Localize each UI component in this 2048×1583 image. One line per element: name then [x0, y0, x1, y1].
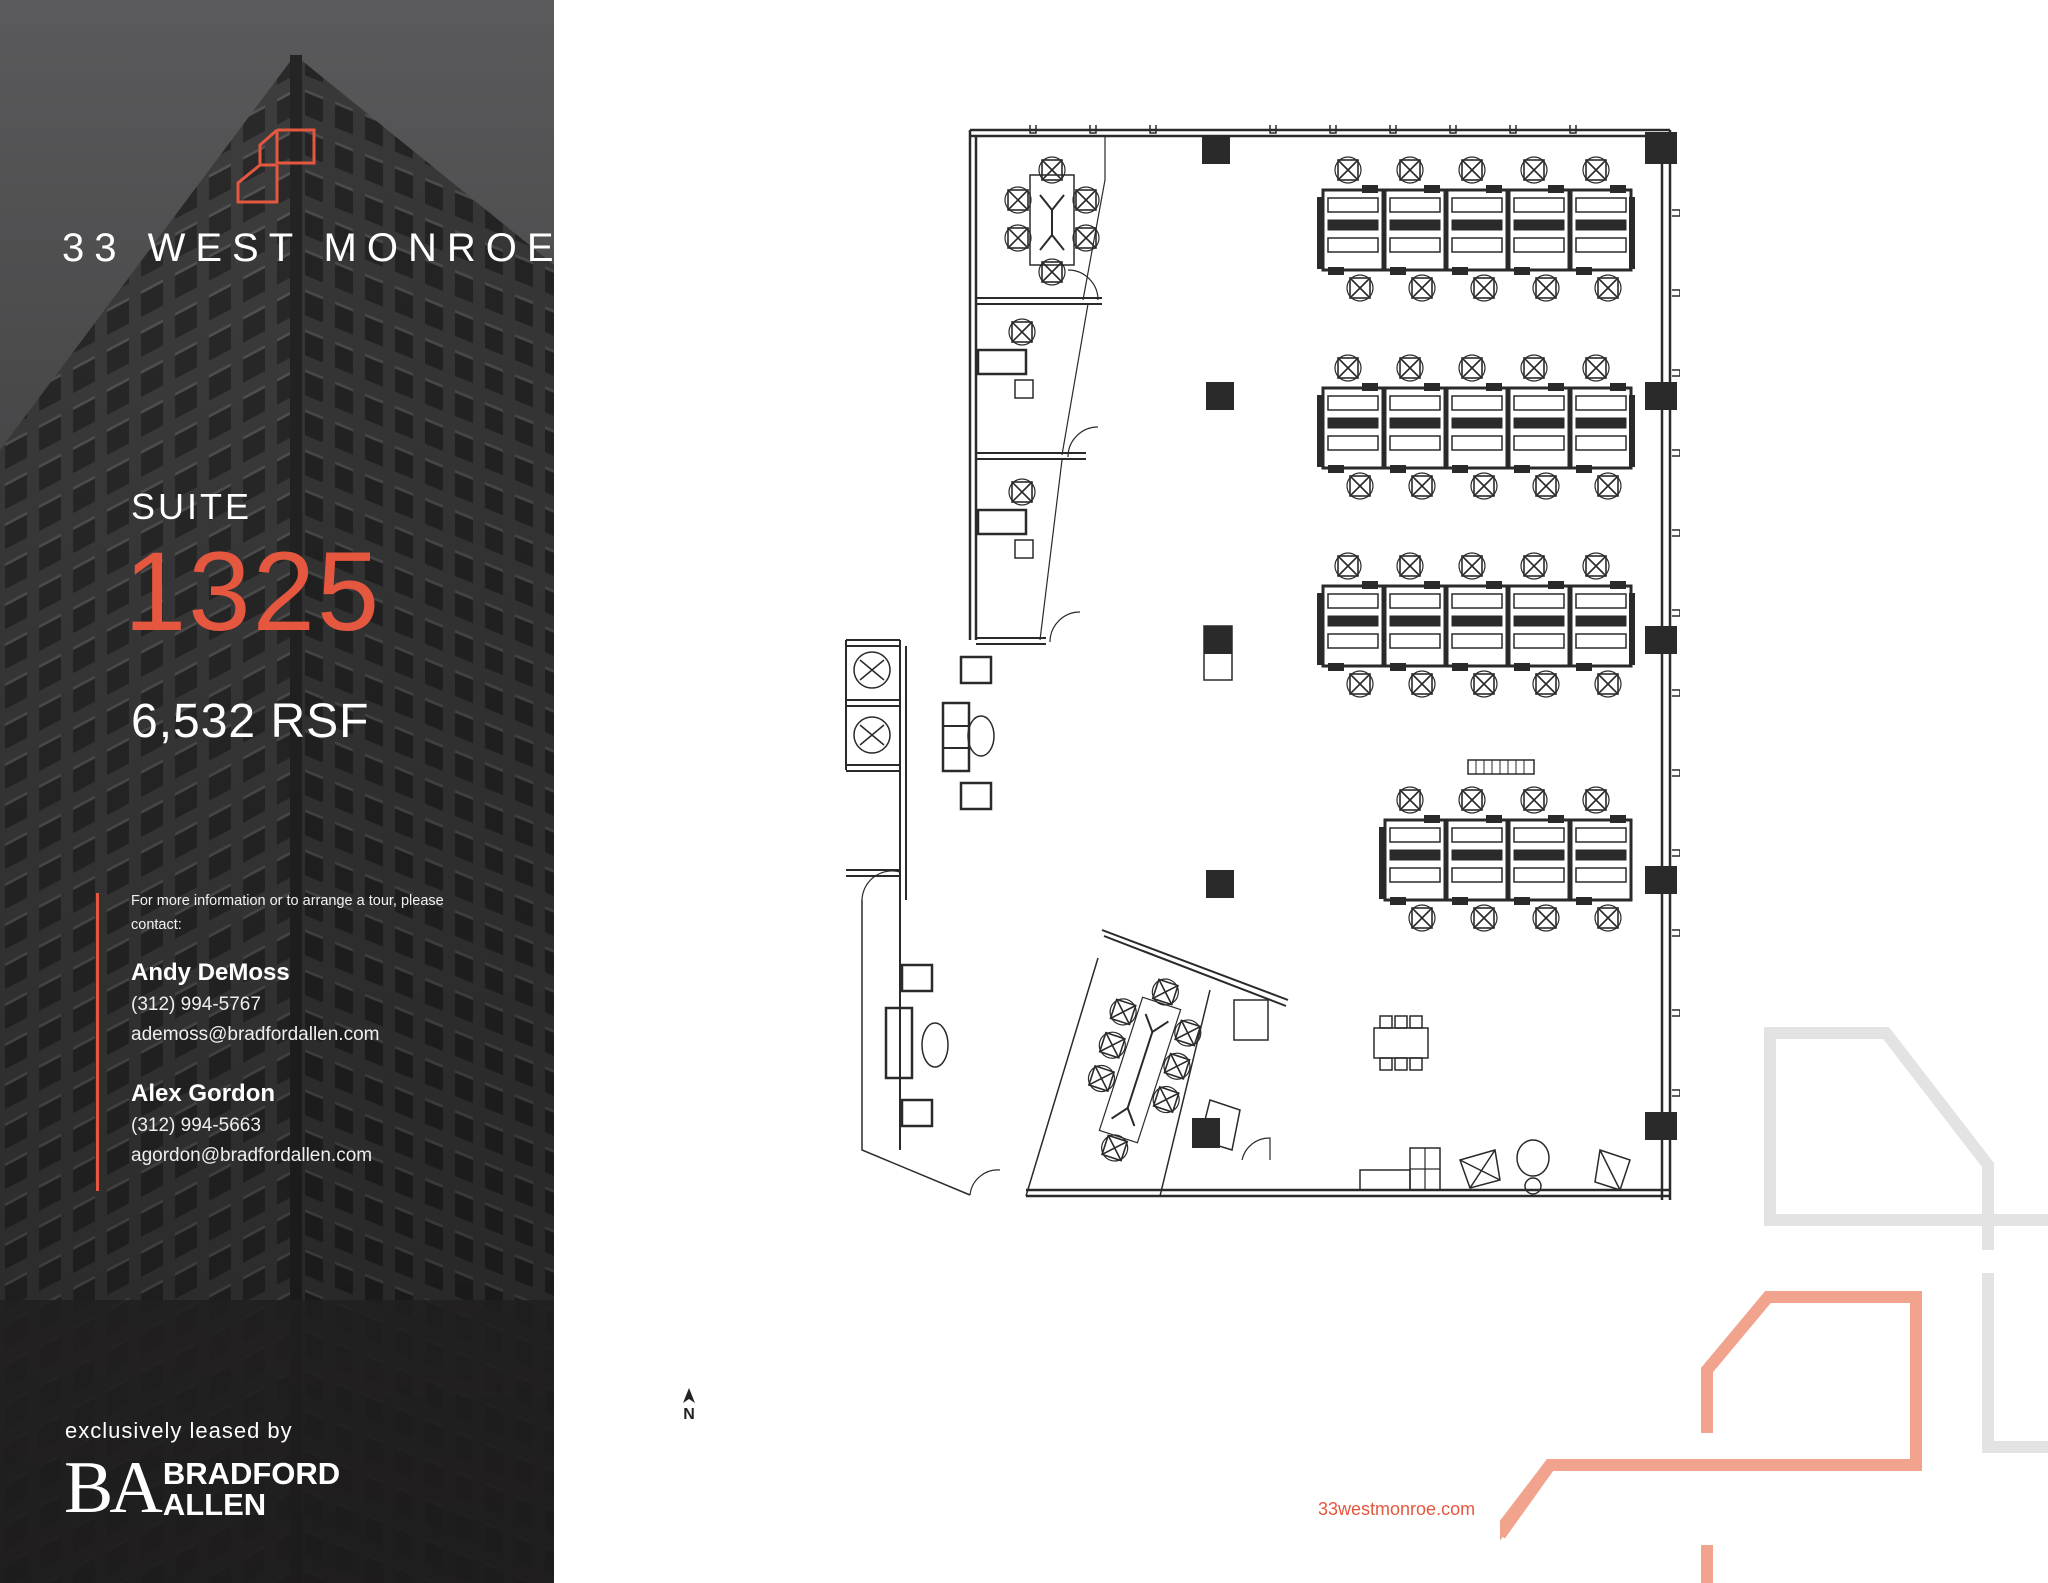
- building-photo-background: [0, 0, 554, 1583]
- contact-accent-bar: [96, 893, 99, 1191]
- website-link[interactable]: 33westmonroe.com: [1318, 1499, 1476, 1519]
- suite-area: 6,532 RSF: [131, 695, 370, 748]
- north-label: N: [683, 1406, 695, 1423]
- contact-name: Andy DeMoss: [131, 959, 290, 986]
- bradford-allen-logo: BA BRADFORD ALLEN: [64, 1447, 340, 1529]
- decorative-logo-shapes: [1500, 1027, 2048, 1583]
- sidebar-panel: 33 WEST MONROE SUITE 1325 6,532 RSF For …: [0, 0, 554, 1583]
- north-arrow: N: [682, 1388, 696, 1424]
- leased-by-label: exclusively leased by: [65, 1418, 293, 1443]
- ba-word-2: ALLEN: [162, 1487, 267, 1522]
- floor-plan: [845, 125, 1680, 1200]
- contact-name: Alex Gordon: [131, 1080, 276, 1107]
- contact-email[interactable]: agordon@bradfordallen.com: [131, 1145, 373, 1166]
- contact-email[interactable]: ademoss@bradfordallen.com: [131, 1024, 380, 1045]
- 33-west-monroe-logo-icon: [236, 128, 316, 204]
- ba-monogram: BA: [64, 1447, 163, 1529]
- building-name: 33 WEST MONROE: [62, 226, 554, 270]
- suite-label: SUITE: [131, 486, 253, 527]
- contact-phone[interactable]: (312) 994-5767: [131, 994, 261, 1015]
- ba-wordmark: BRADFORD ALLEN: [163, 1458, 340, 1520]
- contact-block: For more information or to arrange a tou…: [131, 889, 461, 1167]
- suite-number: 1325: [124, 529, 382, 654]
- ba-word-1: BRADFORD: [162, 1456, 341, 1491]
- contact-intro: For more information or to arrange a tou…: [131, 893, 444, 933]
- contact-phone[interactable]: (312) 994-5663: [131, 1115, 261, 1136]
- north-arrow-icon: [683, 1388, 695, 1403]
